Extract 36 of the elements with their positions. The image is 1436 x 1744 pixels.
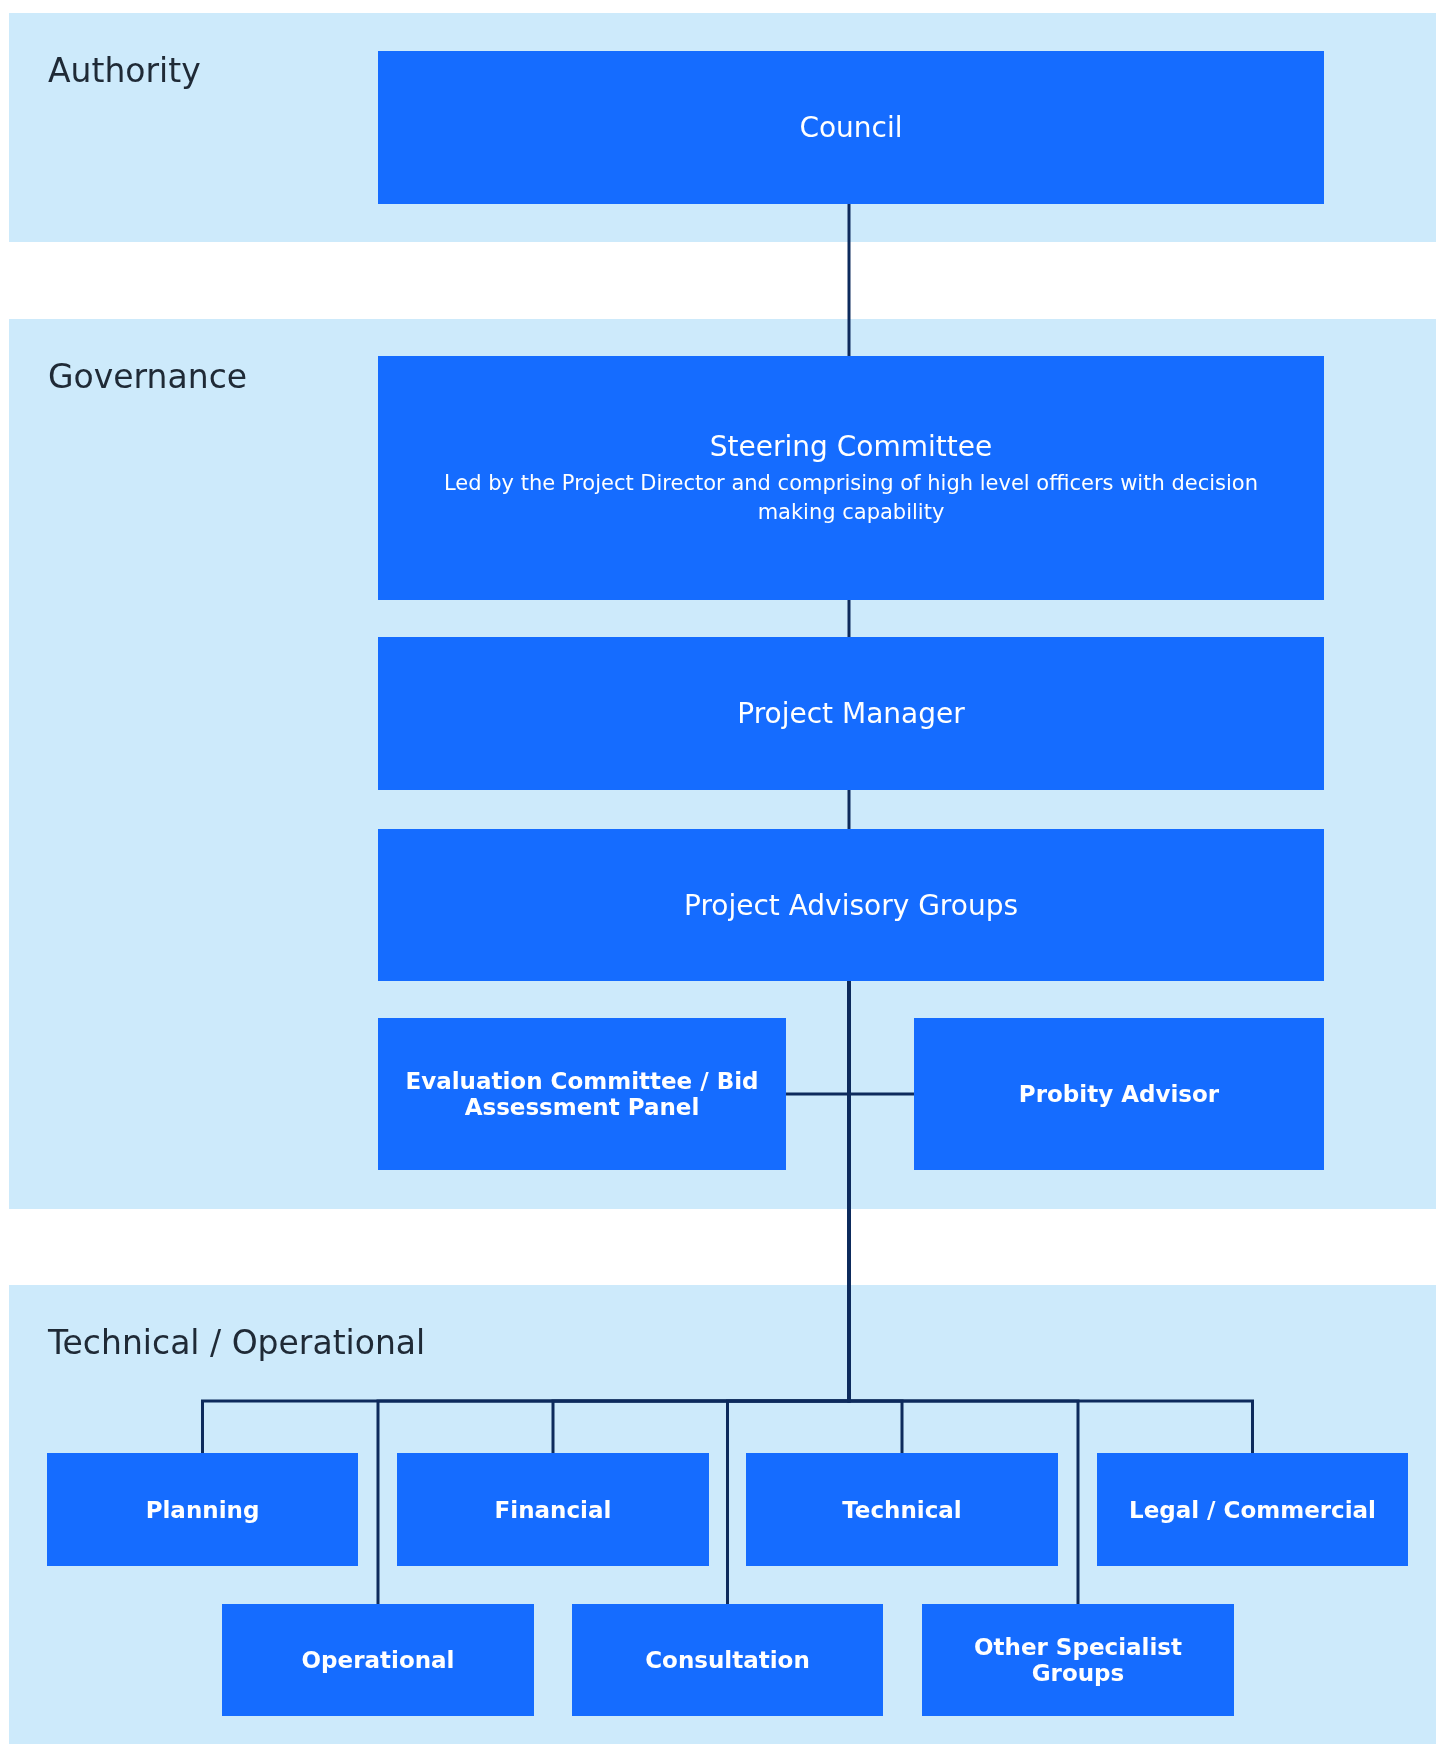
- role-box: [47, 1453, 358, 1566]
- band-heading: Technical / Operational: [48, 1323, 426, 1362]
- role-title: Other Specialist Groups: [973, 1634, 1183, 1686]
- role-box: [746, 1453, 1058, 1566]
- connector-line: [847, 204, 851, 356]
- role-box: [922, 1604, 1234, 1716]
- role-title: Project Advisory Groups: [684, 888, 1018, 922]
- role-box: [222, 1604, 534, 1716]
- role-box: [378, 1018, 786, 1170]
- role-box: [378, 356, 1324, 600]
- role-title: Financial: [494, 1496, 612, 1523]
- role-title: Planning: [145, 1496, 260, 1523]
- band-panel: [9, 1285, 1436, 1744]
- connector-line: [847, 790, 851, 829]
- role-title: Project Manager: [737, 697, 965, 730]
- band-panel: [9, 319, 1436, 1209]
- role-title: Evaluation Committee / Bid Assessment Panel: [404, 1068, 760, 1120]
- band-heading: Governance: [48, 357, 248, 396]
- role-box: [572, 1604, 883, 1716]
- role-box: [378, 637, 1324, 790]
- role-title: Operational: [301, 1647, 455, 1673]
- role-title: Technical: [842, 1496, 962, 1523]
- role-box: [378, 829, 1324, 981]
- role-title: Legal / Commercial: [1129, 1496, 1376, 1523]
- band-panel: [9, 13, 1436, 242]
- role-box: [1097, 1453, 1408, 1566]
- band-heading: Authority: [48, 51, 201, 90]
- role-box: [378, 51, 1324, 204]
- role-title: Steering Committee: [709, 430, 993, 464]
- role-description: Led by the Project Director and comprising of high level officers with decision making capability: [443, 470, 1259, 526]
- role-box: [914, 1018, 1324, 1170]
- role-title: Council: [799, 111, 903, 144]
- connector-line: [847, 600, 851, 637]
- role-box: [397, 1453, 709, 1566]
- role-title: Probity Advisor: [1018, 1081, 1220, 1107]
- role-title: Consultation: [645, 1647, 810, 1673]
